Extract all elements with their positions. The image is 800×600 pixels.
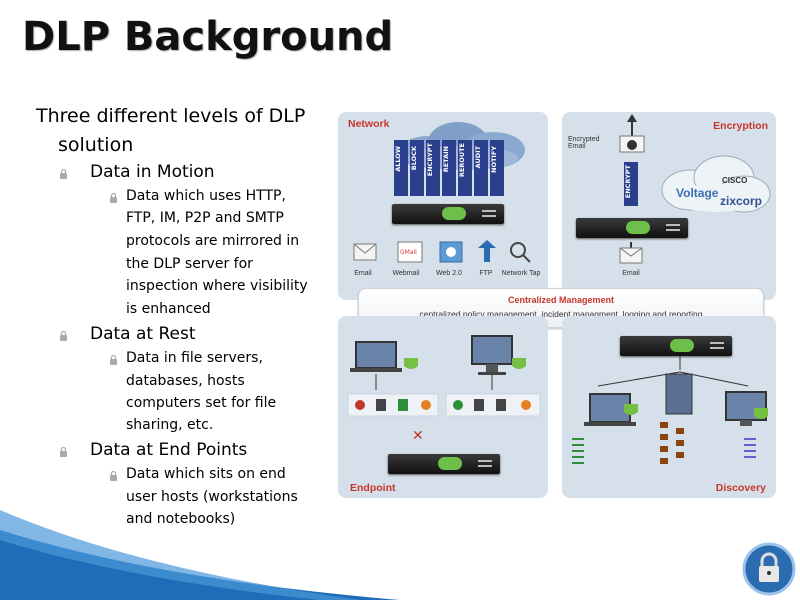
action-banner-audit: AUDIT xyxy=(474,140,488,196)
encrypted-email-label: Encrypted Email xyxy=(568,136,600,150)
brand-cisco: CISCO xyxy=(722,176,748,185)
discovery-network-icon xyxy=(572,356,768,464)
lock-icon xyxy=(442,207,467,220)
encrypt-banner: ENCRYPT xyxy=(624,162,638,206)
detail-line: databases, hosts xyxy=(126,373,245,389)
detail-line: and notebooks) xyxy=(126,511,236,527)
encryption-label: Encryption xyxy=(713,120,768,132)
email-label: Email xyxy=(622,270,640,277)
network-item-network-tap: Network Tap xyxy=(501,270,541,277)
detail-line: inspection where visibility xyxy=(126,278,308,294)
detail-line: protocols are mirrored in xyxy=(126,233,300,249)
brand-zixcorp: zixcorp xyxy=(720,194,763,208)
detail-line: user hosts (workstations xyxy=(126,489,298,505)
lock-icon xyxy=(670,339,695,352)
network-label: Network xyxy=(348,118,390,130)
detail-line: FTP, IM, P2P and SMTP xyxy=(126,210,284,226)
detail-line: the DLP server for xyxy=(126,256,253,272)
endpoint-panel: ✕ Endpoint xyxy=(338,316,548,498)
slide-swoosh-decoration xyxy=(0,510,400,600)
svg-text:GMail: GMail xyxy=(400,249,417,256)
dlp-appliance xyxy=(392,204,504,224)
brand-voltage: Voltage xyxy=(676,186,719,200)
vendor-cloud-icon xyxy=(661,155,771,213)
endpoint-devices-icon: ✕ xyxy=(347,335,541,444)
endpoint-label: Endpoint xyxy=(350,482,396,494)
section-heading-motion: Data in Motion xyxy=(90,162,215,182)
encryption-panel: Encryption Encrypted Email ENCRYPT Volta… xyxy=(562,112,776,300)
centralized-management-title: Centralized Management xyxy=(507,295,615,305)
lock-bullet-icon xyxy=(60,330,67,341)
discovery-appliance xyxy=(620,336,732,356)
discovery-label: Discovery xyxy=(715,482,766,494)
network-source-icons: GMail xyxy=(353,240,531,263)
lock-bullet-icon xyxy=(110,354,117,365)
action-banner-encrypt: ENCRYPT xyxy=(426,140,440,196)
detail-line: computers set for file xyxy=(126,395,277,411)
network-panel: Network ALLOW BLOCK ENCRYPT RETAIN REROU… xyxy=(338,112,548,300)
action-banner-block: BLOCK xyxy=(410,140,424,196)
network-item-web20: Web 2.0 xyxy=(436,270,462,277)
section-heading-rest: Data at Rest xyxy=(90,324,196,344)
network-item-webmail: Webmail xyxy=(392,270,420,277)
action-banner-retain: RETAIN xyxy=(442,140,456,196)
encryption-appliance xyxy=(576,218,688,238)
lock-icon xyxy=(626,221,651,234)
slide-title: DLP Background xyxy=(22,14,394,60)
detail-line: Data which uses HTTP, xyxy=(126,188,286,204)
lock-icon xyxy=(438,457,463,470)
intro-line-1: Three different levels of DLP xyxy=(36,105,306,127)
action-banner-reroute: REROUTE xyxy=(458,140,472,196)
detail-line: sharing, etc. xyxy=(126,417,214,433)
lock-bullet-icon xyxy=(110,192,117,203)
lock-bullet-icon xyxy=(110,470,117,481)
svg-text:✕: ✕ xyxy=(412,428,424,444)
detail-line: Data in file servers, xyxy=(126,350,263,366)
network-item-email: Email xyxy=(354,270,372,277)
centralized-management-subtitle: centralized policy management, incident … xyxy=(419,309,703,319)
email-icon xyxy=(619,242,643,264)
detail-line: Data which sits on end xyxy=(126,466,286,482)
lock-bullet-icon xyxy=(60,446,67,457)
detail-line: is enhanced xyxy=(126,301,211,317)
network-item-ftp: FTP xyxy=(479,270,493,277)
lock-logo-icon xyxy=(742,542,796,596)
intro-line-2: solution xyxy=(58,134,134,156)
lock-bullet-icon xyxy=(60,168,67,179)
endpoint-appliance xyxy=(388,454,500,474)
discovery-panel: Discovery xyxy=(562,316,776,498)
encrypted-email-icon xyxy=(619,114,645,153)
action-banner-notify: NOTIFY xyxy=(490,140,504,196)
action-banners: ALLOW BLOCK ENCRYPT RETAIN REROUTE AUDIT… xyxy=(394,140,504,200)
section-heading-endpoints: Data at End Points xyxy=(90,440,248,460)
action-banner-allow: ALLOW xyxy=(394,140,408,196)
